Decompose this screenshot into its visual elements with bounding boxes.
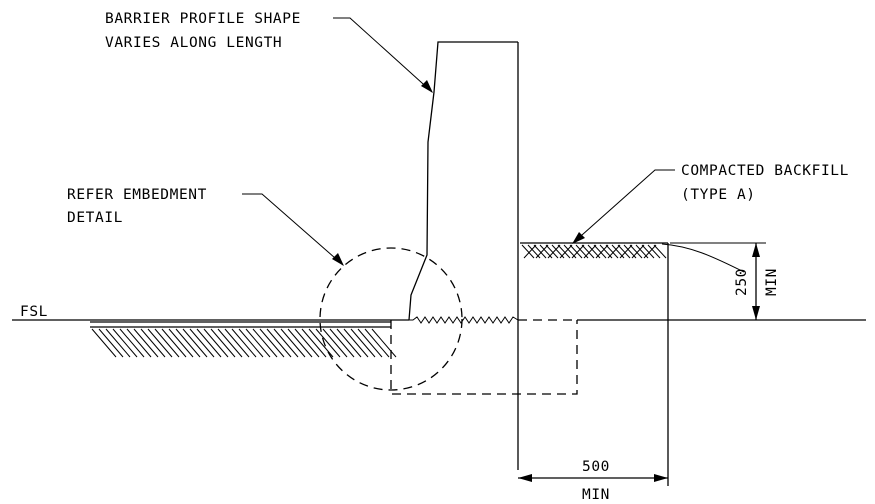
hatch-stroke bbox=[329, 328, 355, 358]
hatch-stroke bbox=[629, 244, 643, 259]
embedment-detail-label-line1: REFER EMBEDMENT bbox=[67, 187, 207, 203]
height-dimension bbox=[661, 242, 766, 320]
hatch-stroke bbox=[559, 244, 573, 259]
hatch-stroke bbox=[581, 244, 595, 259]
width-dimension-suffix: MIN bbox=[582, 487, 610, 503]
hatch-stroke bbox=[595, 244, 609, 259]
backfill-label-line1: COMPACTED BACKFILL bbox=[681, 163, 849, 179]
hatch-stroke bbox=[273, 328, 299, 358]
height-dimension-value: 250 bbox=[734, 268, 750, 296]
footing-outline bbox=[390, 319, 578, 395]
hatch-stroke bbox=[259, 328, 285, 358]
hatch-stroke bbox=[126, 328, 152, 358]
embedment-detail-circle bbox=[319, 247, 463, 391]
hatch-stroke bbox=[593, 244, 607, 259]
hatch-stroke bbox=[619, 244, 633, 259]
hatch-stroke bbox=[252, 328, 278, 358]
hatch-stroke bbox=[364, 328, 390, 358]
hatch-stroke bbox=[641, 244, 655, 259]
hatch-stroke bbox=[607, 244, 621, 259]
hatch-stroke bbox=[98, 328, 124, 358]
hatch-stroke bbox=[287, 328, 313, 358]
hatch-stroke bbox=[105, 328, 131, 358]
hatch-stroke bbox=[605, 244, 619, 259]
hatch-stroke bbox=[336, 328, 362, 358]
hatch-stroke bbox=[168, 328, 194, 358]
hatch-stroke bbox=[308, 328, 334, 358]
backfill-leader bbox=[572, 169, 675, 244]
fsl-label: FSL bbox=[20, 304, 48, 320]
backfill-label-line2: (TYPE A) bbox=[681, 187, 756, 203]
hatch-stroke bbox=[217, 328, 243, 358]
hatch-stroke bbox=[545, 244, 559, 259]
embedment-detail-leader bbox=[242, 193, 344, 266]
hatch-stroke bbox=[523, 244, 537, 259]
hatch-stroke bbox=[647, 244, 661, 259]
hatch-stroke bbox=[112, 328, 138, 358]
hatch-stroke bbox=[653, 244, 667, 259]
hatch-stroke bbox=[189, 328, 215, 358]
ground-hatch-left bbox=[90, 321, 397, 358]
hatch-stroke bbox=[294, 328, 320, 358]
hatch-stroke bbox=[569, 244, 583, 259]
hatch-stroke bbox=[521, 244, 535, 259]
hatch-stroke bbox=[533, 244, 547, 259]
hatch-stroke bbox=[154, 328, 180, 358]
hatch-stroke bbox=[245, 328, 271, 358]
hatch-stroke bbox=[535, 244, 549, 259]
backfill-hatch bbox=[520, 242, 668, 259]
width-dimension-value: 500 bbox=[582, 459, 610, 475]
hatch-stroke bbox=[224, 328, 250, 358]
barrier-profile-label-line1: BARRIER PROFILE SHAPE bbox=[105, 11, 301, 27]
hatch-stroke bbox=[133, 328, 159, 358]
hatch-stroke bbox=[617, 244, 631, 259]
hatch-stroke bbox=[583, 244, 597, 259]
hatch-stroke bbox=[175, 328, 201, 358]
hatch-stroke bbox=[643, 244, 657, 259]
hatch-stroke bbox=[266, 328, 292, 358]
hatch-stroke bbox=[357, 328, 383, 358]
hatch-stroke bbox=[371, 328, 397, 358]
hatch-stroke bbox=[91, 328, 117, 358]
hatch-stroke bbox=[571, 244, 585, 259]
barrier-outline bbox=[408, 41, 519, 470]
hatch-stroke bbox=[238, 328, 264, 358]
hatch-stroke bbox=[280, 328, 306, 358]
hatch-stroke bbox=[350, 328, 376, 358]
embedment-detail-label-line2: DETAIL bbox=[67, 210, 123, 226]
hatch-stroke bbox=[203, 328, 229, 358]
width-dimension bbox=[518, 474, 668, 482]
height-dimension-suffix: MIN bbox=[764, 268, 780, 296]
hatch-stroke bbox=[343, 328, 369, 358]
hatch-stroke bbox=[547, 244, 561, 259]
hatch-stroke bbox=[301, 328, 327, 358]
hatch-stroke bbox=[322, 328, 348, 358]
hatch-stroke bbox=[631, 244, 645, 259]
barrier-profile-label-line2: VARIES ALONG LENGTH bbox=[105, 35, 282, 51]
hatch-stroke bbox=[147, 328, 173, 358]
hatch-stroke bbox=[161, 328, 187, 358]
hatch-stroke bbox=[231, 328, 257, 358]
hatch-stroke bbox=[196, 328, 222, 358]
hatch-stroke bbox=[119, 328, 145, 358]
hatch-stroke bbox=[315, 328, 341, 358]
hatch-stroke bbox=[140, 328, 166, 358]
construction-joint bbox=[409, 316, 519, 324]
hatch-stroke bbox=[210, 328, 236, 358]
hatch-stroke bbox=[557, 244, 571, 259]
hatch-stroke bbox=[182, 328, 208, 358]
barrier-profile-leader bbox=[333, 17, 433, 93]
